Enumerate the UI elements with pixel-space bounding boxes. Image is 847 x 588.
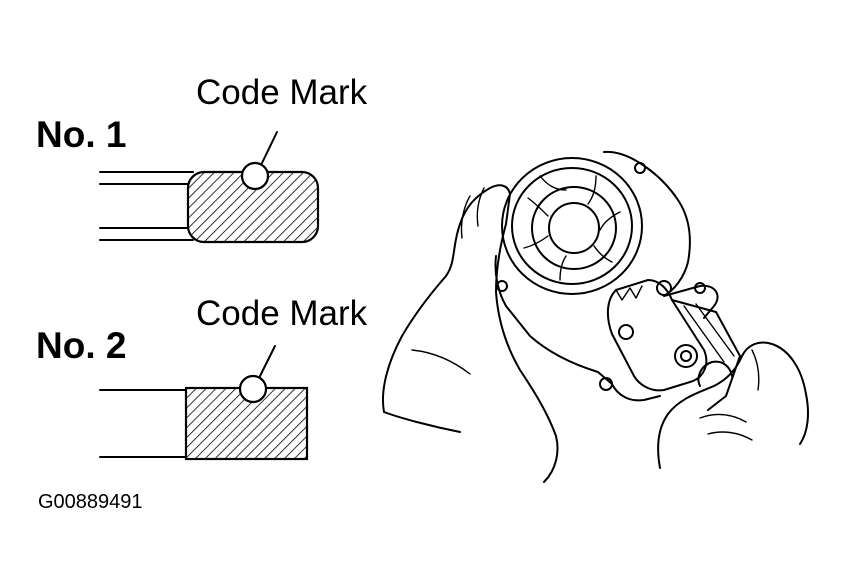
- housing-bolt-hole-1: [599, 377, 613, 391]
- no2-label: No. 2: [36, 325, 126, 366]
- sprocket-vane-7: [527, 197, 549, 217]
- housing-flange: [494, 255, 661, 402]
- hands-holding-assembly-illustration: [381, 150, 809, 483]
- right-hand-outline: [657, 341, 809, 469]
- no1-label: No. 1: [36, 114, 126, 155]
- sprocket-teeth-ring: [511, 167, 633, 285]
- sprocket-vane-5: [559, 255, 567, 281]
- housing-bolt-hole-4: [694, 282, 706, 294]
- tensioner-arm-bolt-left: [618, 324, 634, 340]
- right-hand-knuckle: [751, 349, 760, 391]
- code-mark-label-2: Code Mark: [196, 294, 368, 333]
- left-hand-palm-crease: [411, 349, 471, 375]
- sprocket-hub: [548, 202, 600, 254]
- figure-code: G00889491: [38, 491, 143, 513]
- no2-part: No. 2 Code Mark: [36, 294, 368, 461]
- tensioner-arm: [606, 279, 708, 392]
- sprocket-vane-2: [587, 175, 597, 205]
- tensioner-rod-detail-2: [695, 303, 735, 357]
- sprocket-vane-6: [523, 235, 549, 249]
- tensioner-pivot-center: [680, 350, 692, 362]
- no2-code-mark-circle: [238, 374, 268, 404]
- tensioner-rod-detail-1: [683, 305, 725, 363]
- no1-code-mark-leader: [261, 131, 278, 164]
- right-hand-fingertips: [697, 360, 733, 387]
- right-hand-finger-1: [699, 413, 747, 423]
- sprocket-vane-4: [593, 245, 613, 263]
- code-mark-label-1: Code Mark: [196, 73, 368, 112]
- housing-bolt-hole-3: [634, 162, 646, 174]
- no1-part: No. 1 Code Mark: [36, 73, 368, 244]
- left-hand-finger-1: [460, 195, 471, 239]
- left-wrist: [383, 411, 461, 433]
- sprocket-vane-1: [539, 175, 567, 191]
- housing-bolt-hole-2: [496, 280, 508, 292]
- tensioner-arm-bolt-top: [656, 280, 672, 296]
- left-hand-finger-2: [476, 187, 485, 227]
- tensioner-spring-coils: [615, 285, 643, 301]
- left-hand-outline: [381, 184, 559, 483]
- right-hand-finger-2: [707, 431, 753, 441]
- no2-code-mark-leader: [259, 345, 276, 377]
- sprocket-outer-ring: [501, 157, 643, 295]
- no1-code-mark-circle: [240, 161, 270, 191]
- sprocket-vane-3: [599, 211, 621, 231]
- tensioner-rod: [671, 299, 741, 411]
- tensioner-pivot: [674, 344, 698, 368]
- sprocket-inner-ring: [531, 186, 617, 270]
- housing-outline: [603, 150, 719, 319]
